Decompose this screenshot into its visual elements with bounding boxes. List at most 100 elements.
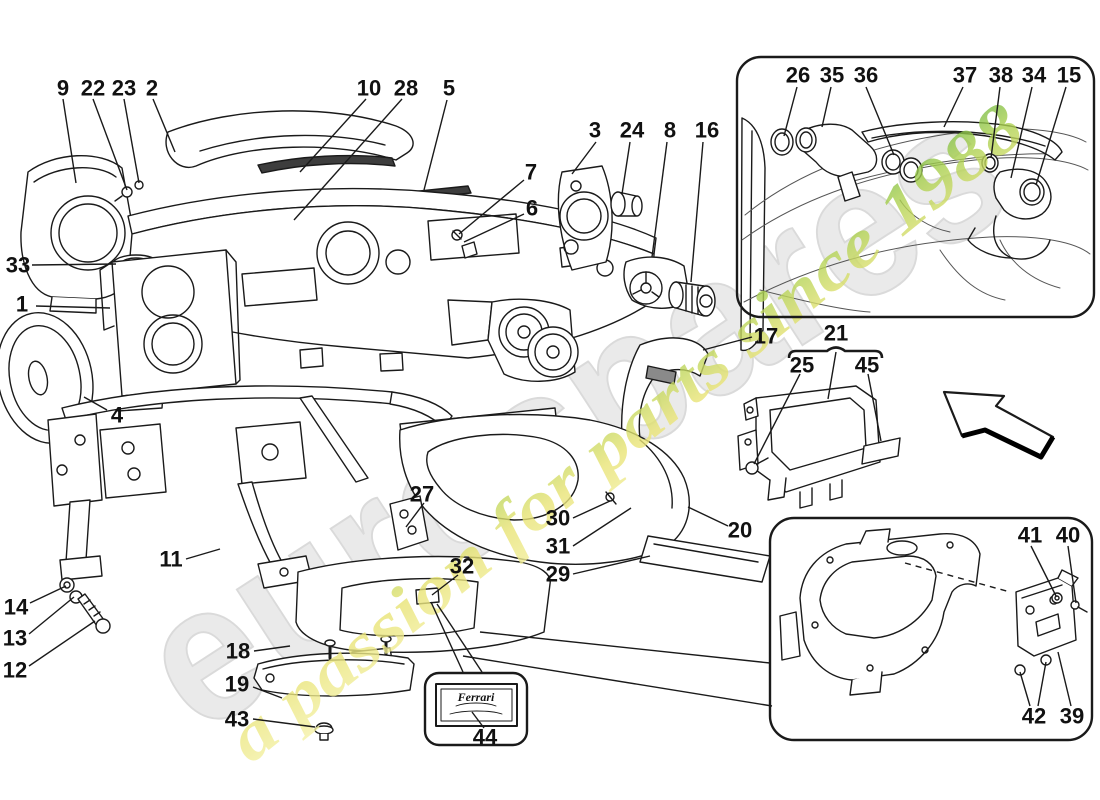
- bottom-inset-bracket-part: [1014, 569, 1088, 676]
- callout-3: 3: [589, 118, 601, 143]
- leader-line: [62, 98, 77, 184]
- cigarette-lighter-part: [668, 281, 716, 317]
- dash-end-sliver-part: [740, 117, 766, 352]
- leader-line: [185, 548, 221, 560]
- leader-line: [31, 263, 117, 266]
- leader-line: [29, 585, 67, 604]
- retainer-strip-part: [257, 154, 396, 174]
- callout-26: 26: [786, 63, 810, 88]
- leader-line: [28, 620, 96, 667]
- callout-18: 18: [226, 639, 250, 664]
- leader-line: [572, 500, 611, 519]
- leader-lines: [28, 86, 1077, 729]
- callout-8: 8: [664, 118, 676, 143]
- callout-24: 24: [620, 118, 645, 143]
- leader-line: [252, 686, 283, 699]
- callout-14: 14: [4, 595, 29, 620]
- leader-line: [1057, 651, 1072, 707]
- leader-line: [753, 373, 801, 465]
- knob-part: [610, 191, 643, 217]
- speaker-trim-part: [20, 154, 136, 314]
- callout-40: 40: [1056, 523, 1080, 548]
- callout-11: 11: [159, 547, 182, 572]
- callout-27: 27: [410, 482, 434, 507]
- leader-line: [405, 502, 425, 528]
- leader-line: [1019, 671, 1031, 707]
- bracket-21: [787, 346, 884, 359]
- leader-line: [572, 507, 632, 547]
- end-frame-part: [99, 249, 241, 412]
- leader-line: [990, 86, 1001, 159]
- leader-line: [152, 98, 176, 153]
- callout-31: 31: [546, 534, 570, 559]
- leader-line: [299, 98, 367, 173]
- callout-13: 13: [3, 626, 27, 651]
- leader-line: [827, 351, 837, 400]
- callout-29: 29: [546, 562, 570, 587]
- leader-line: [943, 86, 964, 128]
- center-vents-part: [447, 298, 579, 382]
- callout-42: 42: [1022, 704, 1046, 729]
- screw-part-43: [314, 722, 334, 741]
- callout-45: 45: [855, 353, 879, 378]
- leader-line: [867, 373, 882, 442]
- leader-line: [690, 141, 704, 283]
- leader-line: [621, 141, 631, 195]
- lower-strip-part: [253, 635, 415, 697]
- leader-line: [702, 336, 753, 351]
- callout-6: 6: [526, 196, 538, 221]
- inset-boxes: [423, 55, 1096, 747]
- leader-line: [92, 98, 128, 191]
- callout-30: 30: [546, 506, 570, 531]
- callout-7: 7: [525, 160, 537, 185]
- leader-line: [430, 601, 464, 673]
- callout-34: 34: [1022, 63, 1047, 88]
- leader-line: [479, 631, 771, 664]
- leader-line: [1067, 545, 1077, 604]
- bolt-parts: [59, 577, 111, 634]
- callout-38: 38: [989, 63, 1013, 88]
- callout-17: 17: [754, 324, 778, 349]
- leader-line: [293, 98, 403, 221]
- console-trim-part: [399, 413, 690, 565]
- callout-41: 41: [1018, 523, 1042, 548]
- bottom-inset-frame-part: [779, 528, 981, 696]
- leader-line: [783, 86, 798, 137]
- leader-line: [462, 655, 773, 707]
- callout-19: 19: [225, 672, 249, 697]
- callout-16: 16: [695, 118, 719, 143]
- callout-23: 23: [112, 76, 136, 101]
- leader-line: [572, 555, 651, 575]
- leader-line: [83, 396, 108, 411]
- vent-bezel-part: [557, 165, 613, 271]
- direction-arrow: [942, 390, 1056, 460]
- leader-line: [423, 99, 448, 191]
- leader-line: [463, 213, 525, 243]
- callout-36: 36: [854, 63, 878, 88]
- callout-44: 44: [473, 725, 498, 750]
- callout-10: 10: [357, 76, 381, 101]
- callout-9: 9: [57, 76, 69, 101]
- callout-2: 2: [146, 76, 158, 101]
- leader-line: [571, 141, 597, 175]
- leader-line: [458, 179, 525, 235]
- leader-line: [253, 645, 291, 652]
- leader-line: [28, 596, 75, 635]
- callout-1: 1: [16, 292, 28, 317]
- leader-line: [1010, 86, 1033, 179]
- callout-21: 21: [824, 321, 848, 346]
- leader-line: [252, 718, 316, 728]
- callout-28: 28: [394, 76, 418, 101]
- leader-line: [904, 562, 1011, 593]
- callout-12: 12: [3, 658, 27, 683]
- drawing-layer: [0, 110, 1091, 741]
- leader-line: [35, 305, 111, 309]
- callout-25: 25: [790, 353, 814, 378]
- leader-line: [471, 711, 485, 729]
- glovebox-module-part: [737, 385, 901, 509]
- leader-line: [865, 86, 895, 156]
- callout-35: 35: [820, 63, 844, 88]
